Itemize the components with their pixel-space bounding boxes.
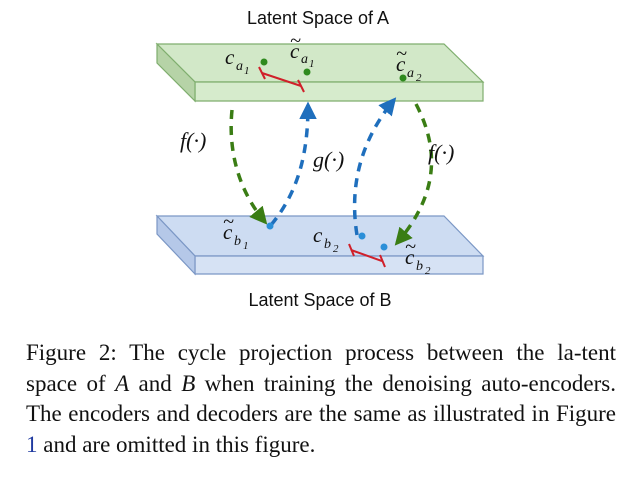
svg-text:2: 2 bbox=[425, 265, 431, 277]
point-c-b1-tilde bbox=[266, 222, 274, 230]
latent-space-b-title: Latent Space of B bbox=[248, 290, 391, 310]
error-bar-a1 bbox=[258, 66, 305, 93]
label-c-b2-tilde: ~ c b 2 bbox=[405, 236, 431, 277]
svg-text:a: a bbox=[236, 59, 243, 74]
tilde-mark: ~ bbox=[396, 43, 407, 65]
svg-text:2: 2 bbox=[416, 72, 422, 84]
latent-space-a-title: Latent Space of A bbox=[247, 8, 389, 28]
svg-text:a: a bbox=[301, 52, 308, 67]
caption-text-2: and bbox=[129, 370, 182, 396]
arrow-g-right bbox=[352, 97, 397, 236]
caption-text-3: when training the denoising auto-encoder… bbox=[26, 370, 616, 427]
svg-text:c: c bbox=[223, 220, 233, 244]
arrow-f-left bbox=[229, 109, 268, 225]
error-bar-b2 bbox=[348, 243, 386, 268]
figure-caption: Figure 2: The cycle projection process b… bbox=[26, 338, 616, 460]
point-c-b2 bbox=[358, 232, 366, 240]
svg-text:1: 1 bbox=[244, 65, 250, 77]
tilde-mark: ~ bbox=[405, 236, 416, 258]
svg-text:1: 1 bbox=[243, 240, 249, 252]
caption-text-1: The cycle projection process between the… bbox=[26, 340, 616, 396]
svg-text:a: a bbox=[407, 66, 414, 81]
svg-text:c: c bbox=[225, 45, 235, 69]
point-c-a1 bbox=[260, 58, 268, 66]
svg-text:c: c bbox=[405, 245, 415, 269]
svg-text:c: c bbox=[396, 52, 406, 76]
label-c-a1: c a 1 bbox=[225, 45, 250, 77]
cycle-projection-figure: Latent Space of A Latent Space of B c a … bbox=[155, 8, 485, 310]
label-g: g(·) bbox=[313, 147, 344, 172]
caption-var-b: B bbox=[181, 370, 196, 396]
label-f-right: f(·) bbox=[428, 140, 454, 165]
svg-text:b: b bbox=[324, 237, 331, 252]
svg-text:2: 2 bbox=[333, 243, 339, 255]
caption-figure-label: Figure 2: bbox=[26, 340, 117, 365]
arrow-f-right bbox=[394, 103, 434, 246]
svg-text:b: b bbox=[416, 259, 423, 274]
label-c-b1-tilde: ~ c b 1 bbox=[223, 211, 249, 252]
label-c-b2: c b 2 bbox=[313, 223, 339, 255]
caption-text-4: and are omitted in this figure. bbox=[37, 431, 316, 457]
label-f-left: f(·) bbox=[180, 128, 206, 153]
latent-plane-b bbox=[155, 214, 485, 276]
latent-plane-a bbox=[155, 42, 485, 103]
tilde-mark: ~ bbox=[223, 211, 234, 233]
svg-text:b: b bbox=[234, 234, 241, 249]
point-c-b2-tilde bbox=[380, 243, 388, 251]
arrow-g-left bbox=[269, 101, 317, 227]
caption-var-a: A bbox=[115, 370, 130, 396]
svg-text:1: 1 bbox=[309, 58, 315, 70]
svg-text:c: c bbox=[290, 39, 300, 63]
tilde-mark: ~ bbox=[290, 30, 301, 52]
label-c-a2-tilde: ~ c a 2 bbox=[396, 43, 422, 84]
caption-figure-ref-link[interactable]: 1 bbox=[26, 431, 38, 457]
point-c-a2-tilde bbox=[399, 74, 407, 82]
point-c-a1-tilde bbox=[303, 68, 311, 76]
label-c-a1-tilde: ~ c a 1 bbox=[290, 30, 315, 70]
svg-text:c: c bbox=[313, 223, 323, 247]
